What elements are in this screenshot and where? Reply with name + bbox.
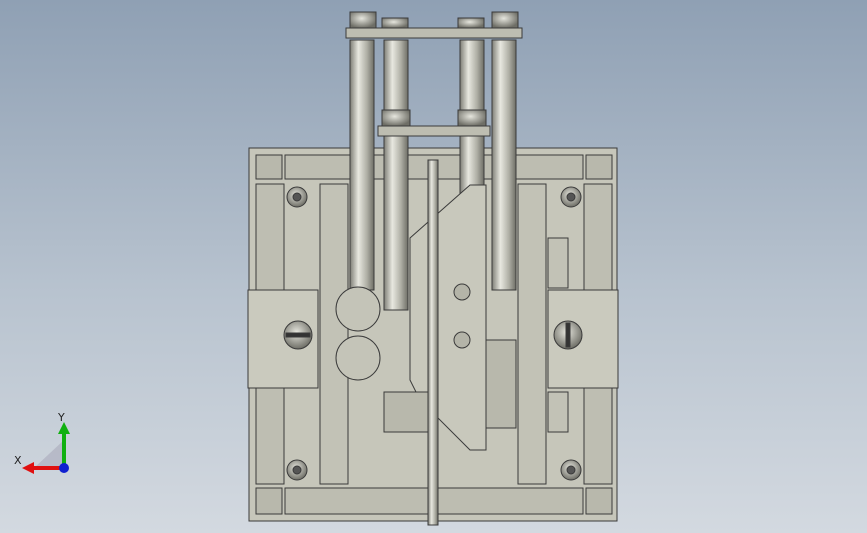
lower-frame xyxy=(383,391,429,433)
hole xyxy=(453,331,471,349)
side-slot xyxy=(547,237,569,289)
x-axis-arrowhead xyxy=(22,462,34,474)
triad-plane-icon xyxy=(34,440,64,468)
corner-pad xyxy=(585,487,613,515)
guide-rod xyxy=(383,39,409,311)
corner-pad xyxy=(255,154,283,180)
nut-icon xyxy=(381,17,409,29)
x-axis-label: X xyxy=(14,454,22,467)
side-slot xyxy=(547,391,569,433)
mid-plate xyxy=(377,125,491,137)
inner-rail xyxy=(517,183,547,485)
guide-rod xyxy=(491,39,517,291)
nut-icon xyxy=(457,109,487,127)
inner-rail xyxy=(319,183,349,485)
nut-icon xyxy=(457,17,485,29)
vertical-pin xyxy=(427,159,439,526)
axis-triad: X Y xyxy=(14,411,70,474)
lower-frame xyxy=(485,339,517,429)
y-axis-label: Y xyxy=(57,411,65,424)
bearing-icon xyxy=(292,465,302,475)
fixture-assembly xyxy=(247,11,619,526)
nut-icon xyxy=(349,11,377,29)
bearing-icon xyxy=(566,192,576,202)
nut-icon xyxy=(381,109,411,127)
y-axis-arrowhead xyxy=(58,422,70,434)
bearing-icon xyxy=(566,465,576,475)
guide-rod xyxy=(349,39,375,291)
bearing-icon xyxy=(292,192,302,202)
corner-pad xyxy=(255,487,283,515)
top-plate xyxy=(345,27,523,39)
corner-pad xyxy=(585,154,613,180)
hole xyxy=(453,283,471,301)
nut-icon xyxy=(491,11,519,29)
screw-slot xyxy=(285,332,311,338)
round-puck xyxy=(335,286,381,332)
screw-slot xyxy=(565,322,571,348)
z-axis-dot xyxy=(59,463,69,473)
round-puck xyxy=(335,335,381,381)
